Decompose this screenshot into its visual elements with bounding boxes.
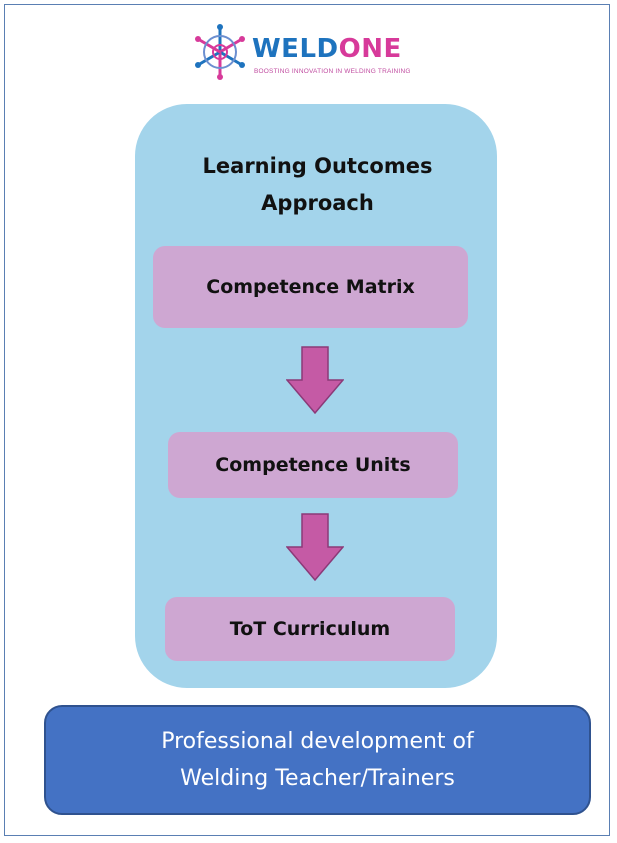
logo-wordmark-part2: ONE: [338, 34, 402, 64]
step-label: ToT Curriculum: [229, 618, 391, 640]
step-label: Competence Units: [215, 454, 411, 476]
panel-title-line1: Learning Outcomes: [202, 154, 433, 178]
panel-title-line2: Approach: [261, 191, 374, 215]
step-competence-units: Competence Units: [168, 432, 458, 498]
step-tot-curriculum: ToT Curriculum: [165, 597, 455, 661]
logo-tagline: BOOSTING INNOVATION IN WELDING TRAINING: [254, 68, 411, 75]
arrow-down-icon: [286, 346, 344, 414]
arrow-down-icon: [286, 513, 344, 581]
outcome-line2: Welding Teacher/Trainers: [180, 766, 455, 791]
step-competence-matrix: Competence Matrix: [153, 246, 468, 328]
logo-wordmark-part1: WELD: [252, 34, 339, 64]
logo-wordmark: WELDONE: [252, 34, 402, 64]
panel-title: Learning Outcomes Approach: [140, 148, 495, 222]
step-label: Competence Matrix: [206, 276, 415, 298]
weldone-logo: WELDONE BOOSTING INNOVATION IN WELDING T…: [190, 22, 460, 86]
outcome-line1: Professional development of: [161, 729, 474, 754]
snowflake-logo-icon: [195, 24, 245, 80]
professional-development-box: Professional development of Welding Teac…: [44, 705, 591, 815]
